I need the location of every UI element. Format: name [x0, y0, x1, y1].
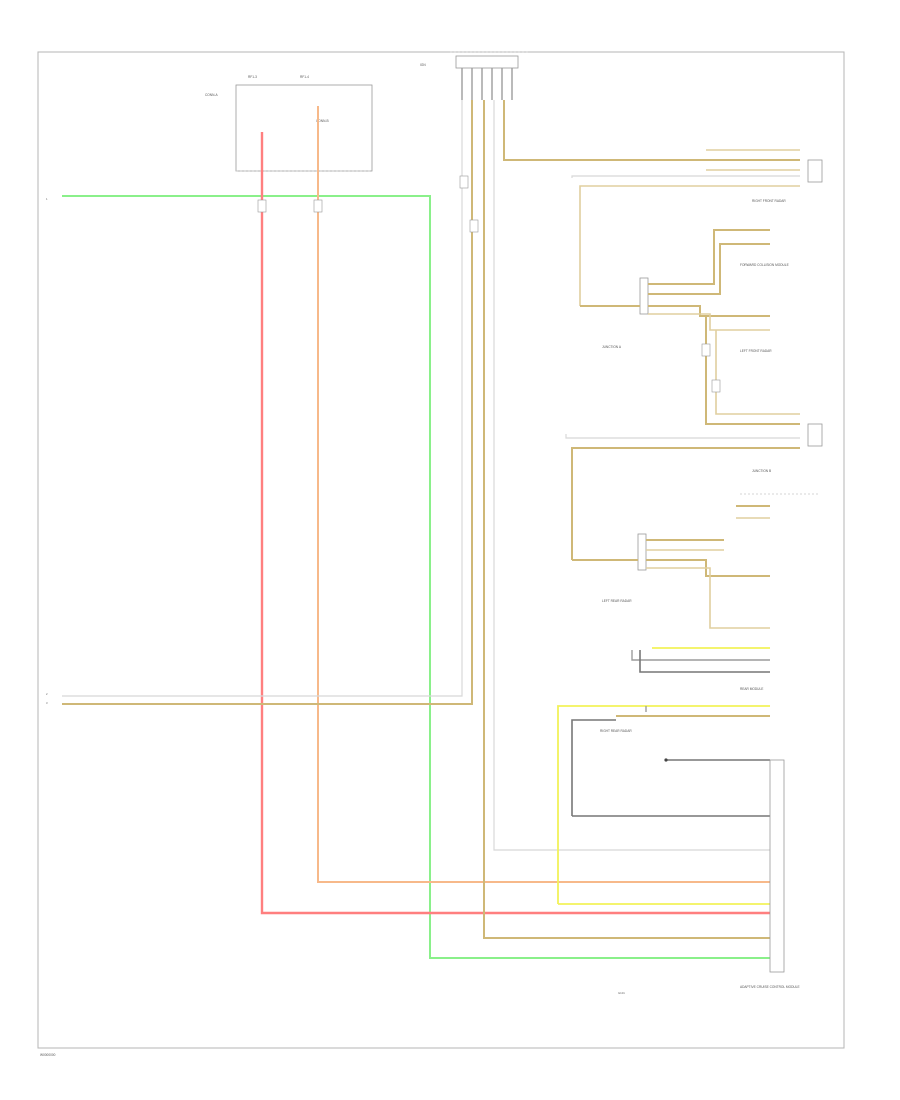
top-module-label: IGN [420, 63, 426, 67]
right-rear-radar-label: RIGHT REAR RADAR [600, 729, 632, 733]
tan-wire-top [503, 100, 800, 161]
tan-wire-left [62, 100, 473, 705]
right-front-sensor-label: RIGHT FRONT RADAR [752, 199, 786, 203]
left-rear-radar-label: LEFT REAR RADAR [602, 599, 632, 603]
bottom-module-label: ADAPTIVE CRUISE CONTROL MODULE [740, 985, 800, 989]
junction-a-label: JUNCTION A [602, 345, 622, 349]
left-row-2: 2 [46, 692, 48, 696]
ground-left-label: CONN-A [205, 93, 218, 97]
diagram-frame [37, 51, 845, 1049]
wire-tags [257, 175, 721, 393]
footer-code: W0000000 [40, 1053, 56, 1057]
light-bus-vertical [493, 100, 770, 851]
top-connector: IGN [420, 51, 530, 100]
left-row-1: 1 [46, 197, 48, 201]
left-row-3: 3 [46, 701, 48, 705]
orange-wire [317, 106, 770, 883]
green-wire [62, 195, 770, 959]
junction-right-rear: RIGHT REAR RADAR [557, 705, 770, 904]
rear-module-label: REAR MODULE [740, 687, 763, 691]
splice-right-label: RF1-4 [300, 75, 309, 79]
splice-block: RF1-3 RF1-4 CONN-A CONN-B [205, 75, 373, 172]
fwd-camera-label: FORWARD COLLISION MODULE [740, 263, 789, 267]
ground-right-label: CONN-B [316, 119, 329, 123]
tan-wire-left-light [62, 100, 463, 697]
junction-rear: LEFT REAR RADAR [572, 505, 770, 629]
red-wire [260, 132, 770, 915]
bottom-ground-label: G101 [618, 991, 625, 995]
left-front-radar-label: LEFT FRONT RADAR [740, 349, 772, 353]
tan-wire-bottom [483, 100, 770, 939]
splice-left-label: RF1-3 [248, 75, 257, 79]
junction-front: FORWARD COLLISION MODULE JUNCTION A LEFT… [580, 229, 789, 353]
bottom-connector: ADAPTIVE CRUISE CONTROL MODULE G101 [558, 759, 800, 995]
junction-b-label: JUNCTION B [752, 469, 771, 473]
